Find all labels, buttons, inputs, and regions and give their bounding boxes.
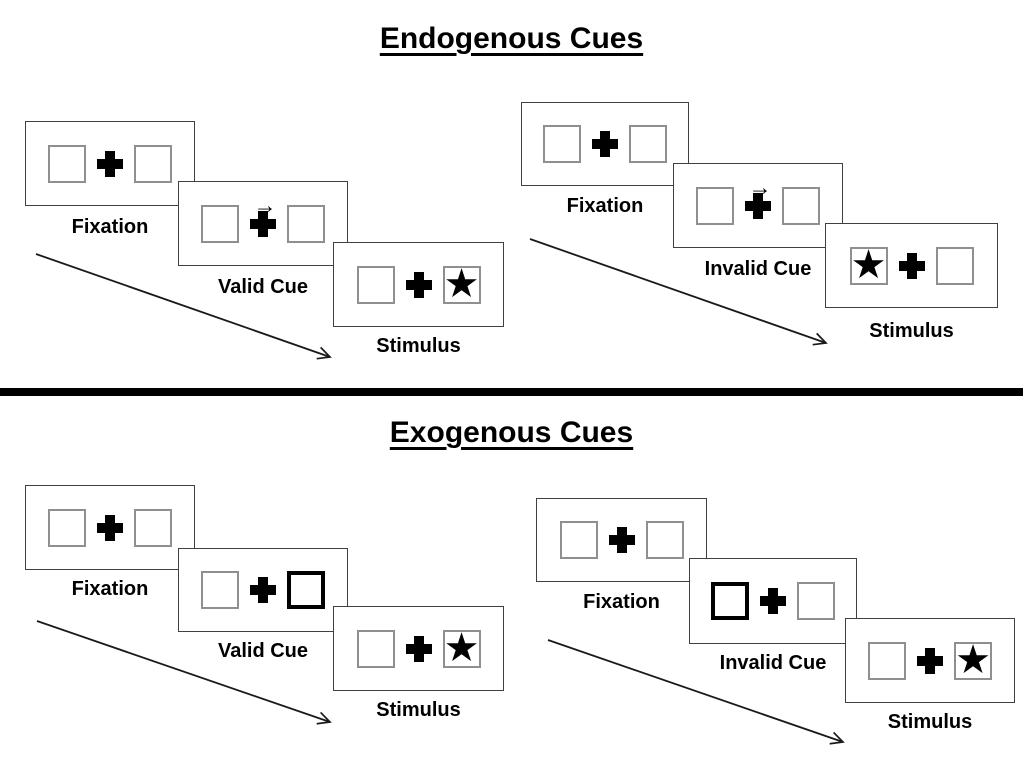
valid-cue-screen: → xyxy=(178,181,348,266)
screen-label: Valid Cue xyxy=(217,640,309,662)
fixation-screen xyxy=(25,121,195,206)
fixation-cross-icon xyxy=(917,647,943,674)
section-divider xyxy=(0,388,1023,396)
fixation-cross-icon xyxy=(250,577,276,603)
target-box-right: ★ xyxy=(954,637,992,682)
target-star-icon: ★ xyxy=(443,261,480,306)
placeholder-box-left xyxy=(48,144,86,183)
placeholder-box-left xyxy=(356,629,395,668)
screen-label: Fixation xyxy=(71,578,149,600)
target-star-icon: ★ xyxy=(443,625,480,670)
fixation-screen xyxy=(521,102,689,186)
fixation-cross-icon: → xyxy=(745,175,772,219)
fixation-cross-icon xyxy=(405,635,432,662)
screen-label: Fixation xyxy=(583,591,660,613)
exogenous-section-title: Exogenous Cues xyxy=(389,416,634,449)
screen-label: Invalid Cue xyxy=(704,258,812,280)
invalid-cue-screen: → xyxy=(673,163,843,248)
screen-label: Stimulus xyxy=(869,320,954,342)
placeholder-box-left xyxy=(696,186,734,225)
fixation-cross-icon xyxy=(898,252,925,279)
screen-label: Stimulus xyxy=(887,711,973,733)
target-box-right: ★ xyxy=(442,261,481,306)
cue-arrow-icon: → xyxy=(253,191,277,218)
screen-label: Fixation xyxy=(71,216,149,238)
stimulus-screen: ★ xyxy=(825,223,998,308)
cue-highlight-box-left xyxy=(711,582,749,620)
fixation-cross-icon xyxy=(760,588,786,614)
placeholder-box-right xyxy=(935,246,974,285)
fixation-screen xyxy=(25,485,195,570)
placeholder-box-right xyxy=(645,521,684,559)
placeholder-box-left xyxy=(48,508,86,547)
stimulus-screen: ★ xyxy=(333,242,504,327)
fixation-cross-icon xyxy=(97,514,123,541)
placeholder-box-right xyxy=(134,508,172,547)
fixation-cross-icon: → xyxy=(250,193,277,237)
fixation-cross-icon xyxy=(608,527,635,553)
sequence-arrow xyxy=(35,253,332,360)
placeholder-box-right xyxy=(287,204,325,243)
endogenous-section-title: Endogenous Cues xyxy=(379,22,644,55)
placeholder-box-right xyxy=(629,125,667,163)
screen-label: Fixation xyxy=(566,195,644,217)
placeholder-box-right xyxy=(134,144,172,183)
sequence-arrow xyxy=(36,620,332,725)
fixation-cross-icon xyxy=(97,150,123,177)
screen-label: Stimulus xyxy=(376,335,461,357)
stimulus-screen: ★ xyxy=(333,606,504,691)
sequence-arrow xyxy=(529,238,828,346)
target-star-icon: ★ xyxy=(955,637,991,682)
target-box-left: ★ xyxy=(849,242,888,287)
target-star-icon: ★ xyxy=(850,242,887,287)
screen-label: Valid Cue xyxy=(217,276,309,298)
placeholder-box-left xyxy=(868,641,906,680)
valid-cue-screen xyxy=(178,548,348,632)
fixation-cross-icon xyxy=(592,131,618,157)
placeholder-box-right xyxy=(797,582,835,620)
placeholder-box-left xyxy=(559,521,598,559)
placeholder-box-left xyxy=(201,571,239,609)
cue-highlight-box-right xyxy=(287,571,325,609)
target-box-right: ★ xyxy=(442,625,481,670)
fixation-screen xyxy=(536,498,707,582)
cue-arrow-icon: → xyxy=(748,173,772,200)
placeholder-box-left xyxy=(356,265,395,304)
placeholder-box-left xyxy=(543,125,581,163)
invalid-cue-screen xyxy=(689,558,857,644)
screen-label: Invalid Cue xyxy=(719,652,827,674)
sequence-arrow xyxy=(547,639,845,745)
screen-label: Stimulus xyxy=(376,699,461,721)
placeholder-box-right xyxy=(782,186,820,225)
stimulus-screen: ★ xyxy=(845,618,1015,703)
fixation-cross-icon xyxy=(405,271,432,298)
placeholder-box-left xyxy=(201,204,239,243)
